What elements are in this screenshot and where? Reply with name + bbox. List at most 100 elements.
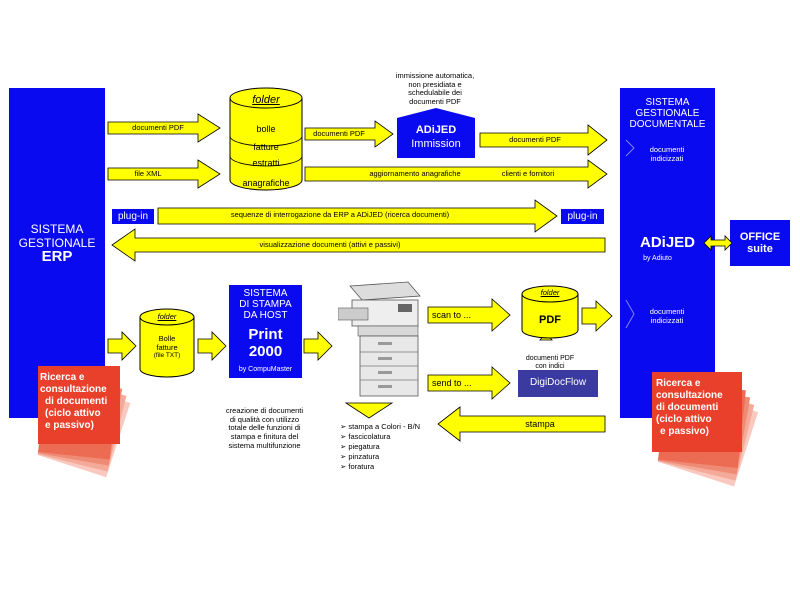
feature-color: stampa a Colori - B/N [348,422,421,431]
adijed-brand: ADiJED [639,234,695,251]
arrow-folder-print [197,331,227,361]
folder-main-item-fatture: fatture [253,142,279,152]
printer-features: ➢ stampa a Colori - B/N ➢ fascicolatura … [340,422,450,472]
dms-system-block [620,88,715,418]
print-brand: Print 2000 [229,326,302,360]
feature-punching: foratura [348,462,375,471]
print-l2: DI STAMPA [239,299,292,310]
label-scan-to: scan to ... [432,310,472,320]
plugin-right-box [561,209,604,224]
adijed-by: by Adiuto [643,255,672,262]
dms-indexed-docs-bottom: documenti indicizzati [632,307,702,325]
feature-item: ➢ stampa a Colori - B/N [340,422,421,431]
search-left-l5: e passivo) [45,420,94,431]
print-block-label: SISTEMA DI STAMPA DA HOST [229,288,302,321]
immission-note-l1: immissione automatica, [395,71,475,80]
print-by: by CompuMaster [238,366,293,373]
office-suite-line2: suite [747,243,773,255]
immission-note-l4: documenti PDF [409,96,461,106]
dms-indexed-docs-bottom-l1: documenti [649,307,685,316]
print-desc-l2: di qualità con utilizzo [229,414,300,424]
search-right-l3: di documenti [656,402,719,413]
arrow-folder-immission [304,120,394,148]
feature-stapling: pinzatura [348,452,380,461]
arrow-printer-down [344,402,394,419]
print-desc-l5: sistema multifunzione [228,440,301,450]
search-left-l3: di documenti [45,396,108,407]
label-stampa: stampa [525,419,555,429]
dms-indexed-docs-top: documenti indicizzati [632,145,702,163]
folder-main-title: folder [252,94,280,106]
arrow-scan-to [427,298,511,332]
label-clienti-fornitori: clienti e fornitori [501,169,555,178]
immission-note: immissione automatica, non presidiata e … [390,71,480,107]
search-left-l2: consultazione [40,384,107,395]
label-anagrafiche: aggiornamento anagrafiche [369,169,461,178]
pdf-index-l1: documenti PDF [525,355,575,362]
print-brand-l2: 2000 [248,343,283,360]
dms-label-line2: GESTIONALE [635,108,700,119]
dms-indexed-docs-bottom-l2: indicizzati [650,315,684,325]
arrow-erp-folder-small [107,331,137,361]
dms-label: SISTEMA GESTIONALE DOCUMENTALE [620,97,715,130]
print-block-shape [229,285,302,378]
feature-item: ➢ piegatura [340,442,380,451]
dms-indexed-docs-top-l2: indicizzati [650,153,684,163]
search-right-l5: e passivo) [660,426,709,437]
digidocflow-block-shape [518,370,598,397]
immission-sub: Immission [411,138,461,150]
folder-main-item-anagrafiche: anagrafiche [242,178,290,188]
plugin-left-label: plug-in [117,211,149,222]
print-desc-l1: creazione di documenti [225,406,304,415]
arrow-view-documents [111,228,606,262]
office-suite-block [730,220,790,266]
print-description: creazione di documenti di qualità con ut… [212,406,317,450]
label-query-sequence: sequenze di interrogazione da ERP a ADiJ… [230,210,450,219]
search-cards-right-label: Ricerca e consultazione di documenti (ci… [656,378,742,438]
folder-main-item-bolle: bolle [256,124,276,134]
folder-pdf-label: PDF [539,314,561,326]
office-double-arrow-icon [704,235,732,251]
pdf-index-l2: con indici [535,363,565,371]
immission-note-l3: schedulabile dei [408,88,462,98]
pdf-with-index-label: documenti PDF con indici [520,355,580,371]
feature-item: ➢ foratura [340,462,375,471]
folder-small-title: folder [157,312,177,321]
dms-decorations [625,139,635,329]
folder-small-l1: Bolle [158,334,176,343]
office-suite-line1: OFFICE [739,231,781,243]
search-right-l4: (ciclo attivo [656,414,712,425]
feature-item: ➢ fascicolatura [340,432,391,441]
search-right-l1: Ricerca e [656,378,701,389]
folder-small-label: Bolle fatture (file TXT) [138,334,196,360]
feature-collating: fascicolatura [348,432,391,441]
search-right-l2: consultazione [656,390,723,401]
label-send-to: send to ... [432,378,472,388]
folder-small-cylinder [139,308,195,378]
plugin-right-label: plug-in [567,211,598,222]
folder-small-l2: fatture [156,342,178,352]
search-cards-left [37,366,131,478]
feature-item: ➢ pinzatura [340,452,380,461]
erp-label: SISTEMA GESTIONALE ERP [9,222,105,264]
label-filexml: file XML [134,169,162,178]
immission-note-l2: non presidiata e [408,79,462,89]
dms-label-line1: SISTEMA [645,97,690,108]
arrow-print-printer [303,331,333,361]
folder-main-cylinder [229,87,303,191]
print-l3: DA HOST [243,310,288,321]
plugin-left-box [112,209,154,224]
folder-pdf-title: folder [540,288,560,297]
search-cards-left-label: Ricerca e consultazione di documenti (ci… [40,372,120,432]
erp-label-line3: ERP [41,248,73,265]
feature-folding: piegatura [348,442,380,451]
erp-label-line1: SISTEMA [30,222,84,236]
arrow-pdf-dms [581,300,613,332]
search-left-l1: Ricerca e [40,372,85,383]
arrow-immission-dms [479,124,608,156]
print-l1: SISTEMA [243,288,288,299]
folder-main-item-estratti: estratti [252,158,280,168]
arrow-anagrafiche-dms [304,159,608,189]
print-desc-l3: totale delle funzioni di [228,423,301,433]
